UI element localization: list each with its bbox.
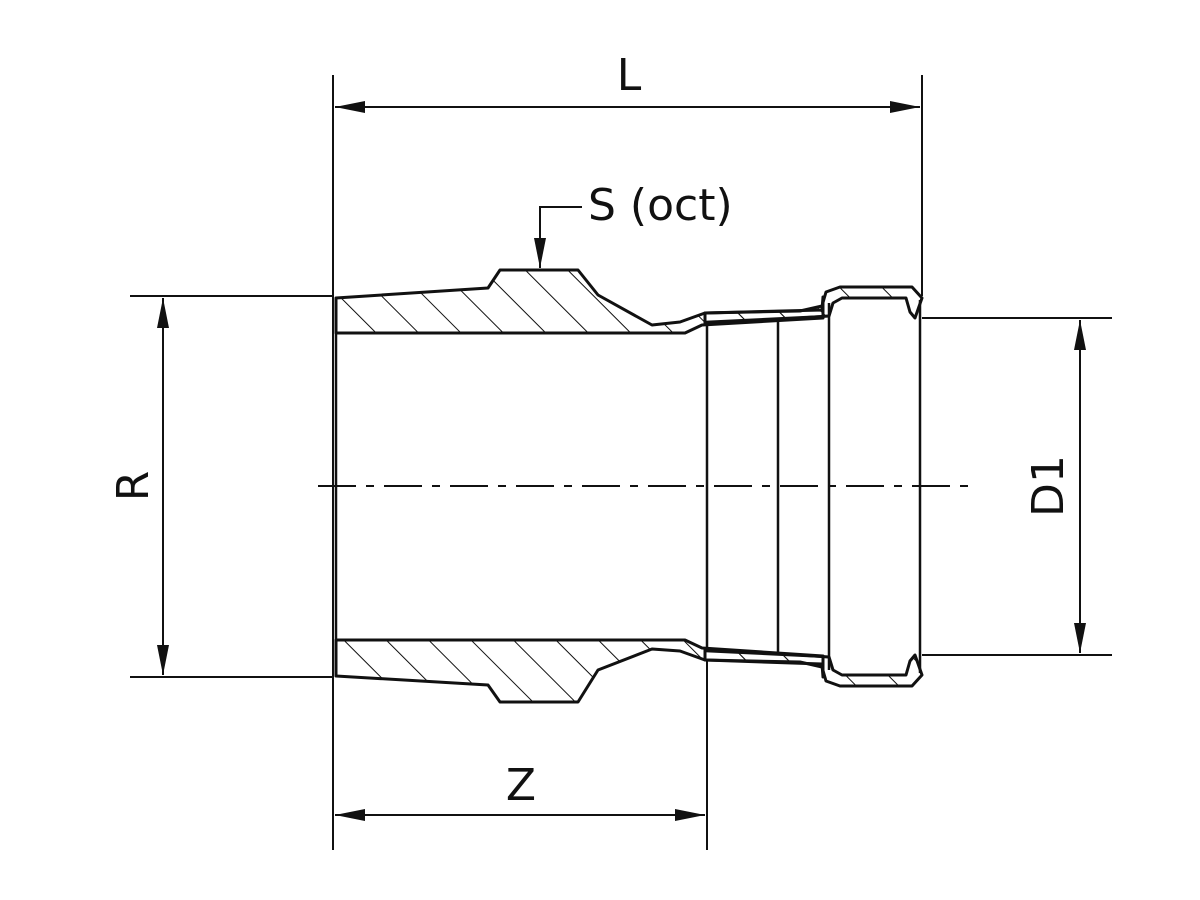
socket-bore-top — [704, 314, 830, 324]
inner-outlines — [334, 298, 922, 676]
label-s-oct: S (oct) — [588, 180, 733, 231]
socket-wall-top — [703, 285, 924, 326]
section-bottom — [334, 638, 825, 704]
fitting-body — [334, 268, 924, 704]
label-l: L — [617, 50, 642, 101]
socket-bore-bottom — [704, 649, 830, 659]
label-r: R — [108, 471, 159, 502]
socket-wall-bottom — [703, 647, 924, 688]
label-d1: D1 — [1023, 455, 1074, 517]
label-z: Z — [506, 760, 536, 811]
dimension-lines — [157, 101, 1086, 821]
section-top — [334, 268, 825, 335]
leader-line-s — [534, 206, 582, 268]
extension-lines — [130, 75, 1112, 850]
